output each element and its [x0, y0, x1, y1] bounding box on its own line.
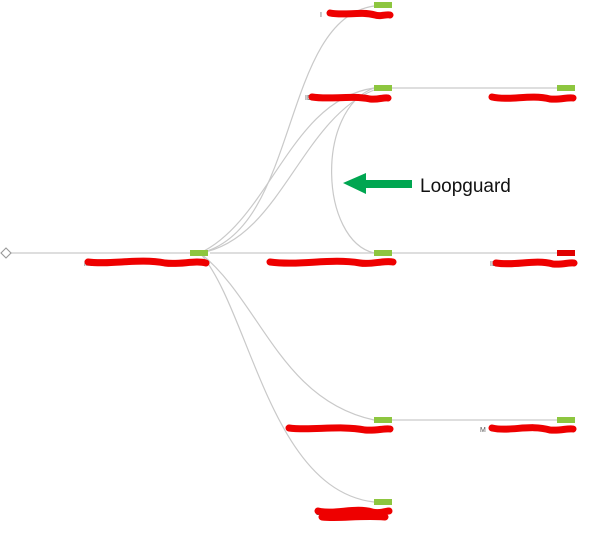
redaction-center-right — [492, 258, 578, 268]
loopguard-annotation: Loopguard — [343, 173, 511, 197]
redaction-mid-upper — [308, 93, 392, 103]
port-lower-right[interactable] — [557, 417, 575, 423]
port-center[interactable] — [374, 250, 392, 256]
port-mid-upper-right[interactable] — [557, 85, 575, 91]
redaction-bottom — [314, 506, 393, 517]
port-root[interactable] — [190, 250, 208, 256]
port-center-right[interactable] — [557, 250, 575, 256]
annotation-text: Loopguard — [420, 176, 511, 197]
port-top[interactable] — [374, 2, 392, 8]
port-bottom[interactable] — [374, 499, 392, 505]
link-root-mid-upper-b — [199, 89, 375, 254]
label-lower-right: M — [480, 427, 486, 434]
left-arrow-icon — [343, 173, 412, 194]
port-mid-upper[interactable] — [374, 85, 392, 91]
link-loop — [331, 87, 375, 254]
redaction-center — [266, 257, 397, 267]
redaction-lower — [285, 424, 394, 434]
link-root-mid-upper-a — [199, 87, 375, 254]
redactions — [84, 9, 578, 522]
redaction-bottom-2 — [318, 512, 389, 522]
origin-diamond-icon[interactable] — [0, 247, 12, 259]
device-ports — [190, 2, 575, 505]
port-lower[interactable] — [374, 417, 392, 423]
connections — [11, 5, 558, 503]
link-root-bottom — [199, 252, 375, 503]
redaction-top — [326, 9, 394, 20]
link-root-lower — [199, 252, 375, 421]
redaction-mid-upper-right — [488, 93, 577, 103]
redaction-root — [84, 257, 210, 267]
label-top: I — [320, 12, 322, 19]
redaction-lower-right — [488, 424, 577, 434]
link-root-top — [199, 5, 375, 254]
